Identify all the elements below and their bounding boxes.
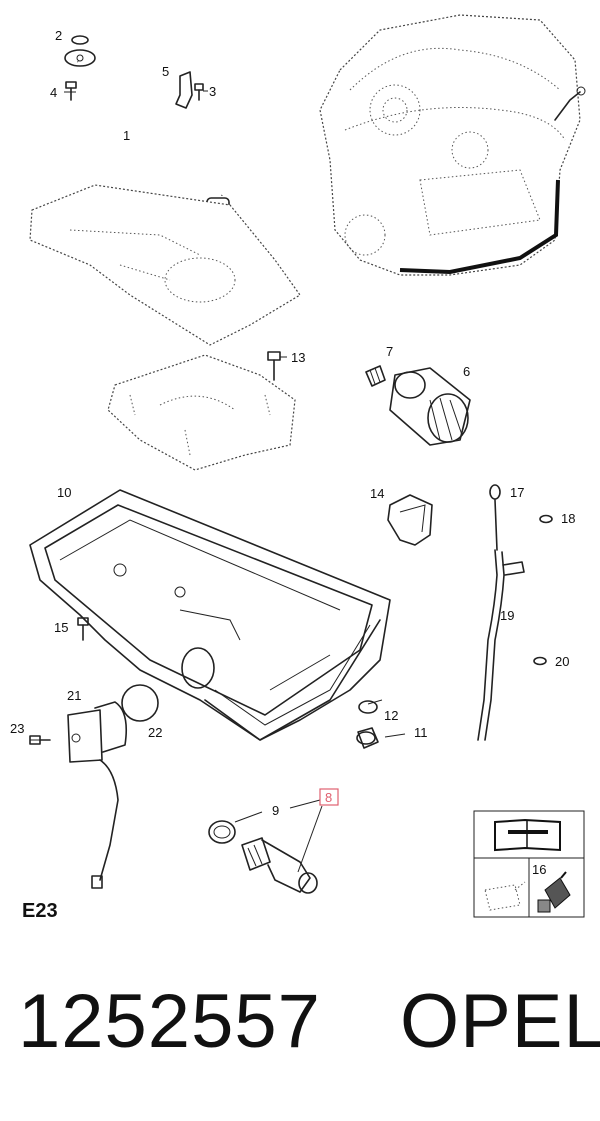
callout-13: 13 <box>291 350 305 365</box>
callout-7: 7 <box>386 344 393 359</box>
callout-16: 16 <box>532 862 546 877</box>
callout-9: 9 <box>272 803 279 818</box>
dipstick-17 <box>489 484 501 551</box>
bolt-13 <box>267 351 281 381</box>
callout-2: 2 <box>55 28 62 43</box>
callout-18: 18 <box>561 511 575 526</box>
leader-lines <box>30 90 406 873</box>
callout-4: 4 <box>50 85 57 100</box>
callout-19: 19 <box>500 608 514 623</box>
callout-20: 20 <box>555 654 569 669</box>
baffle-plate-upper <box>29 184 301 346</box>
oil-level-sensor-21 <box>67 701 128 889</box>
exploded-parts-diagram: 1 2 3 4 5 6 7 8 9 10 11 12 13 14 15 16 1… <box>10 14 586 918</box>
oil-pan-10 <box>29 489 391 741</box>
bolt-3 <box>194 83 204 101</box>
callout-6: 6 <box>463 364 470 379</box>
threaded-nipple-7 <box>365 365 386 387</box>
bolt-15 <box>77 617 89 641</box>
callout-12: 12 <box>384 708 398 723</box>
seal-20 <box>533 656 547 666</box>
part-number: 1252557 <box>18 979 321 1064</box>
seal-18 <box>539 514 553 524</box>
callout-8-highlight-box <box>319 788 339 806</box>
callout-11: 11 <box>414 725 428 740</box>
callout-14: 14 <box>370 486 384 501</box>
callout-5: 5 <box>162 64 169 79</box>
callout-10: 10 <box>57 485 71 500</box>
dipstick-tube-19 <box>477 549 525 741</box>
oil-can-icon <box>484 881 526 911</box>
callout-1: 1 <box>123 128 130 143</box>
brand-name: OPEL <box>400 979 600 1064</box>
workshop-manual-icon <box>494 818 561 852</box>
oil-pressure-switch-8 <box>241 837 318 894</box>
bracket-5 <box>175 71 193 109</box>
sealant-tube-icon <box>537 871 571 913</box>
o-ring-2 <box>71 35 89 45</box>
oil-filter-6 <box>389 367 471 446</box>
drain-plug-11 <box>356 727 379 749</box>
seal-ring-9 <box>208 820 236 844</box>
callout-15: 15 <box>54 620 68 635</box>
section-code: E23 <box>22 900 58 922</box>
baffle-plate-lower <box>107 354 296 471</box>
legend-icon-box <box>473 810 585 918</box>
callout-22: 22 <box>148 725 162 740</box>
callout-8: 8 <box>325 790 332 805</box>
engine-illustration <box>319 14 586 276</box>
callout-21: 21 <box>67 688 81 703</box>
callout-17: 17 <box>510 485 524 500</box>
clip-14 <box>387 494 433 546</box>
seal-ring-12 <box>358 700 378 714</box>
gasket-22 <box>121 684 159 722</box>
bolt-4 <box>65 81 77 101</box>
callout-23: 23 <box>10 721 24 736</box>
callout-3: 3 <box>209 84 216 99</box>
